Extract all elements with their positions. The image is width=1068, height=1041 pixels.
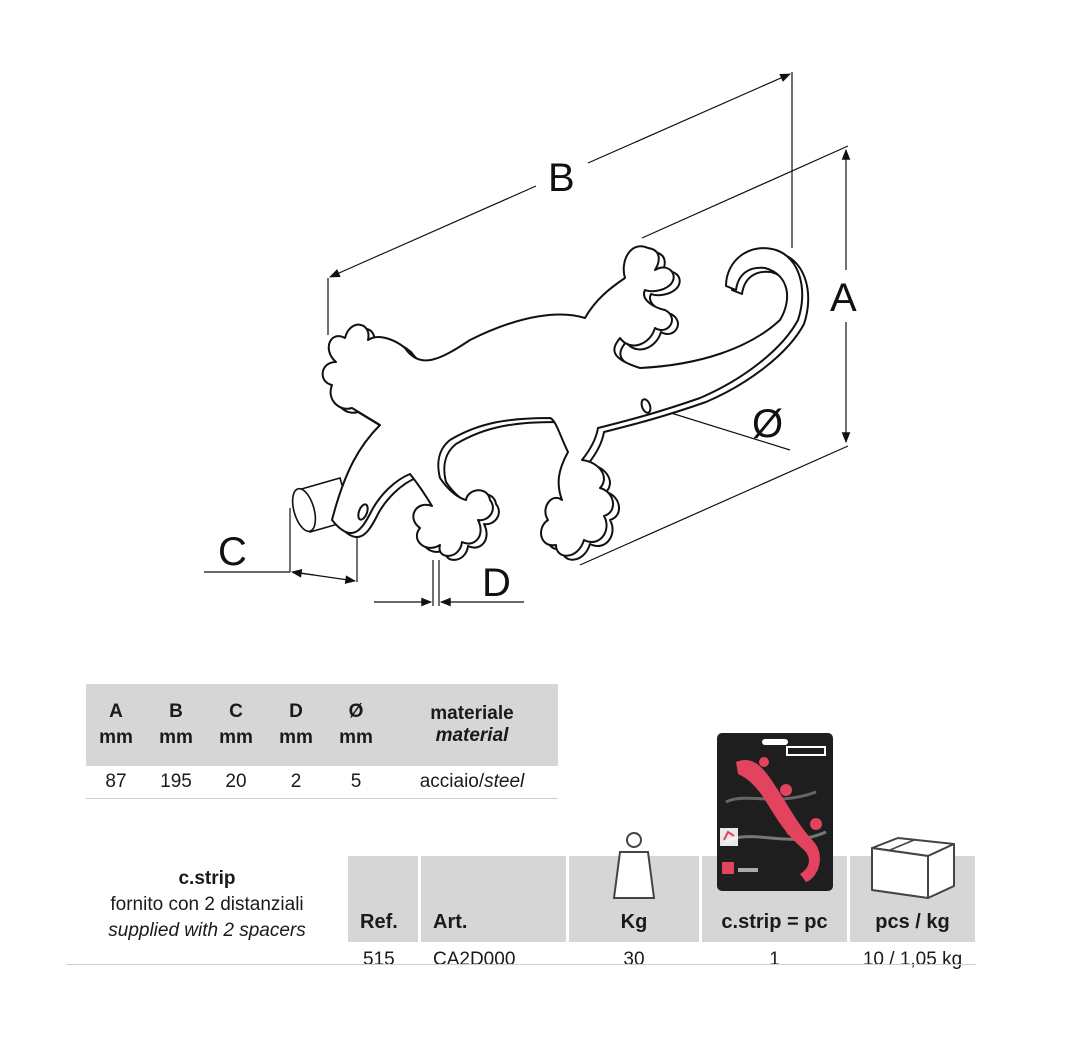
dimension-a	[579, 145, 851, 566]
order-header-pcs-label: pcs / kg	[875, 911, 950, 933]
order-header-kg-label: Kg	[620, 911, 648, 933]
table-bottom-rule	[66, 964, 976, 965]
dimension-label-d: D	[482, 561, 511, 605]
spec-unit-c: mm	[206, 725, 266, 766]
order-value-art: CA2D000	[418, 942, 566, 978]
spec-value-diameter: 5	[326, 766, 386, 799]
packaging-title: c.strip	[178, 868, 236, 889]
spec-value-material: acciaio/steel	[386, 766, 558, 799]
order-header-strip-label: c.strip = pc	[721, 911, 828, 933]
spec-unit-diameter: mm	[326, 725, 386, 766]
order-header-kg: Kg	[566, 832, 699, 942]
gecko-hook-outline	[321, 245, 810, 561]
packaging-line-it: fornito con 2 distanziali	[110, 894, 304, 915]
spec-header-material: materiale material	[386, 684, 558, 766]
material-label-it: materiale	[430, 703, 514, 724]
spec-value-b: 195	[146, 766, 206, 799]
dimension-label-diameter: Ø	[752, 402, 783, 446]
order-table: Ref. Art. Kg	[348, 733, 975, 978]
specifications-table: A B C D Ø materiale material mm mm mm mm…	[86, 684, 558, 799]
order-header-pcs: pcs / kg	[847, 837, 975, 942]
order-value-pcs: 10 / 1,05 kg	[847, 942, 975, 978]
dimension-b	[327, 72, 793, 335]
order-header-art-label: Art.	[433, 911, 468, 933]
dimension-label-a: A	[830, 276, 857, 320]
dimension-label-c: C	[218, 530, 247, 574]
spec-header-b: B	[146, 684, 206, 725]
order-header-ref: Ref.	[348, 856, 418, 942]
spec-value-c: 20	[206, 766, 266, 799]
packaging-line-en: supplied with 2 spacers	[108, 920, 306, 941]
spec-header-diameter: Ø	[326, 684, 386, 725]
material-value-it: acciaio/	[419, 771, 485, 792]
order-value-ref: 515	[348, 942, 418, 978]
packaging-note: c.strip fornito con 2 distanziali suppli…	[66, 866, 348, 944]
spec-header-d: D	[266, 684, 326, 725]
spec-value-a: 87	[86, 766, 146, 799]
order-value-kg: 30	[566, 942, 699, 978]
spec-unit-d: mm	[266, 725, 326, 766]
material-label-en: material	[435, 725, 509, 746]
order-value-strip: 1	[699, 942, 847, 978]
spec-unit-b: mm	[146, 725, 206, 766]
order-header-ref-label: Ref.	[360, 911, 398, 933]
order-row: 515 CA2D000 30 1 10 / 1,05 kg	[348, 942, 975, 978]
order-header-strip: c.strip = pc	[699, 733, 847, 942]
dimension-diameter	[653, 406, 791, 451]
spec-header-c: C	[206, 684, 266, 725]
technical-drawing: B A Ø C D	[204, 72, 857, 607]
dimension-c	[204, 508, 358, 584]
spec-header-a: A	[86, 684, 146, 725]
product-card-image	[716, 733, 833, 891]
order-header-art: Art.	[418, 856, 566, 942]
spec-row: 87 195 20 2 5 acciaio/steel	[86, 766, 558, 799]
dimension-d	[374, 560, 524, 607]
weight-icon	[612, 832, 656, 899]
spec-unit-a: mm	[86, 725, 146, 766]
dimension-label-b: B	[548, 156, 575, 200]
box-icon	[870, 837, 955, 899]
material-value-en: steel	[484, 771, 525, 792]
spec-value-d: 2	[266, 766, 326, 799]
